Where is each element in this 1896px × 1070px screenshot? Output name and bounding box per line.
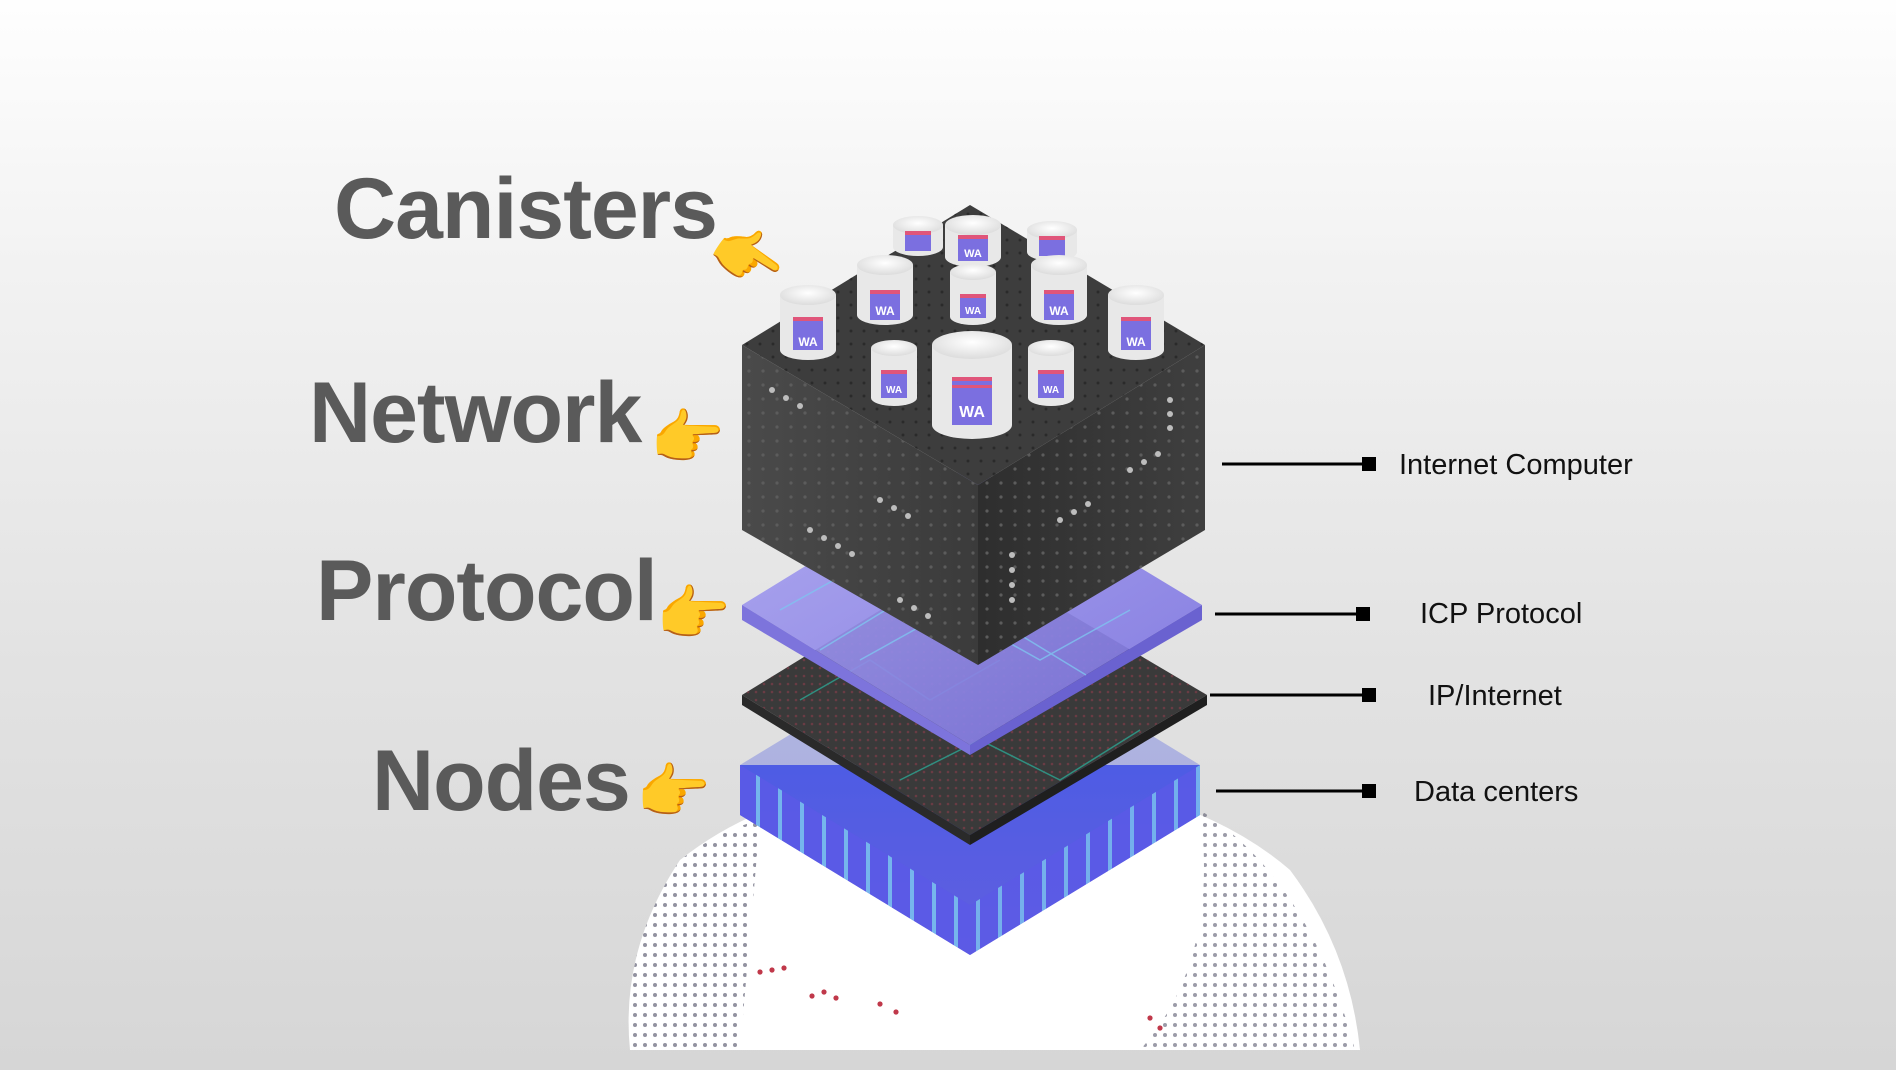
svg-text:WA: WA	[964, 248, 982, 260]
canisters-group: WA WA WA WA	[780, 215, 1164, 439]
canister: WA	[857, 255, 913, 325]
pointer-protocol-icon: 👉	[656, 579, 731, 649]
canister: WA	[780, 285, 836, 360]
pointer-nodes-icon: 👉	[636, 757, 711, 827]
label-network: Network	[309, 365, 642, 461]
connector-ip-internet	[1210, 688, 1376, 702]
label-internet-computer: Internet Computer	[1399, 449, 1633, 481]
label-icp-protocol: ICP Protocol	[1420, 598, 1583, 630]
svg-text:WA: WA	[965, 306, 981, 317]
connector-internet-computer	[1222, 457, 1376, 471]
pointer-network-icon: 👉	[650, 403, 725, 473]
label-data-centers: Data centers	[1414, 776, 1579, 808]
svg-text:WA: WA	[875, 304, 895, 318]
svg-text:WA: WA	[1043, 385, 1059, 396]
canister: WA	[1031, 255, 1087, 325]
canister	[1027, 221, 1077, 261]
canister: WA	[945, 215, 1001, 267]
label-canisters: Canisters	[334, 161, 718, 257]
svg-text:WA: WA	[886, 385, 902, 396]
connector-icp-protocol	[1215, 607, 1370, 621]
svg-text:WA: WA	[798, 335, 818, 349]
canister: WA	[1028, 340, 1074, 406]
svg-text:WA: WA	[959, 404, 985, 421]
connector-data-centers	[1216, 784, 1376, 798]
label-ip-internet: IP/Internet	[1428, 680, 1562, 712]
canister: WA	[1108, 285, 1164, 360]
canister	[893, 216, 943, 256]
label-protocol: Protocol	[316, 543, 658, 639]
svg-text:WA: WA	[1126, 335, 1146, 349]
svg-text:WA: WA	[1049, 304, 1069, 318]
label-nodes: Nodes	[372, 733, 631, 829]
canister: WA	[932, 331, 1012, 439]
canister: WA	[950, 264, 996, 325]
canister: WA	[871, 340, 917, 406]
